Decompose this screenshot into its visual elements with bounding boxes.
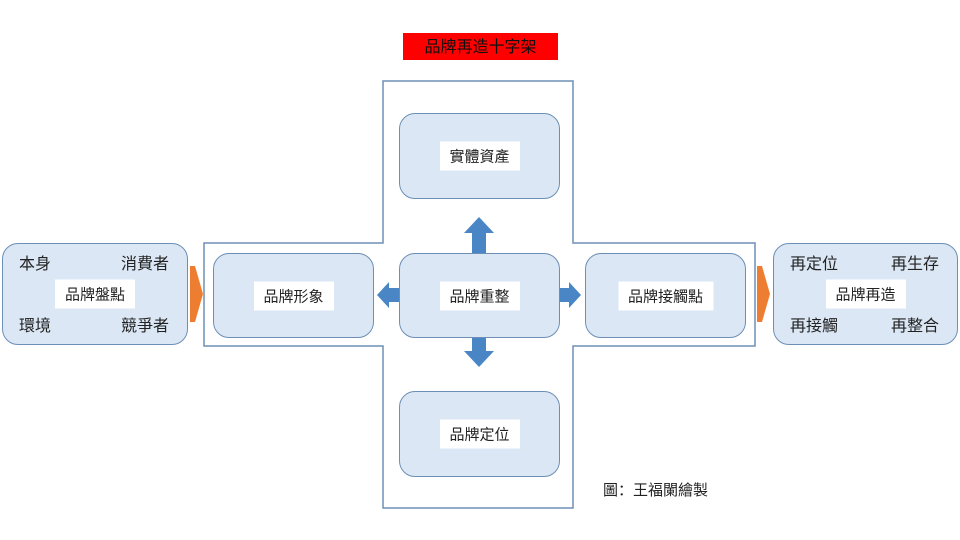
node-brand-touchpoints: 品牌接觸點 xyxy=(585,253,746,338)
node-physical-assets: 實體資產 xyxy=(399,113,560,199)
corner-label: 環境 xyxy=(19,316,52,335)
node-label: 品牌定位 xyxy=(439,419,520,449)
arrow-up-icon xyxy=(464,217,494,253)
diagram-title: 品牌再造十字架 xyxy=(403,33,558,60)
arrow-down-icon xyxy=(464,338,494,367)
corner-label: 消費者 xyxy=(120,254,169,273)
node-brand-positioning: 品牌定位 xyxy=(399,391,560,477)
figure-caption: 圖：王福闌繪製 xyxy=(603,481,709,499)
node-label: 品牌重整 xyxy=(439,281,520,310)
node-label: 品牌形象 xyxy=(253,281,334,310)
corner-label: 再接觸 xyxy=(790,316,839,335)
node-brand-rebuild: 品牌再造 再定位 再生存 再接觸 再整合 xyxy=(773,243,958,345)
arrow-orange-right-icon xyxy=(757,266,770,322)
arrow-orange-left-icon xyxy=(190,266,203,322)
arrow-right-icon xyxy=(560,282,581,308)
corner-label: 競爭者 xyxy=(120,316,169,335)
corner-label: 本身 xyxy=(19,254,52,273)
node-label: 品牌盤點 xyxy=(54,279,136,309)
node-label: 品牌再造 xyxy=(825,279,906,309)
node-brand-restructure: 品牌重整 xyxy=(399,253,560,338)
node-label: 品牌接觸點 xyxy=(617,281,714,310)
node-label: 實體資產 xyxy=(439,141,520,171)
arrow-left-icon xyxy=(377,282,399,308)
node-brand-image: 品牌形象 xyxy=(213,253,374,338)
corner-label: 再定位 xyxy=(790,254,839,273)
corner-label: 再整合 xyxy=(890,316,939,335)
corner-label: 再生存 xyxy=(890,254,939,273)
node-brand-audit: 品牌盤點 本身 消費者 環境 競爭者 xyxy=(2,243,188,345)
cross-outline xyxy=(203,80,756,509)
